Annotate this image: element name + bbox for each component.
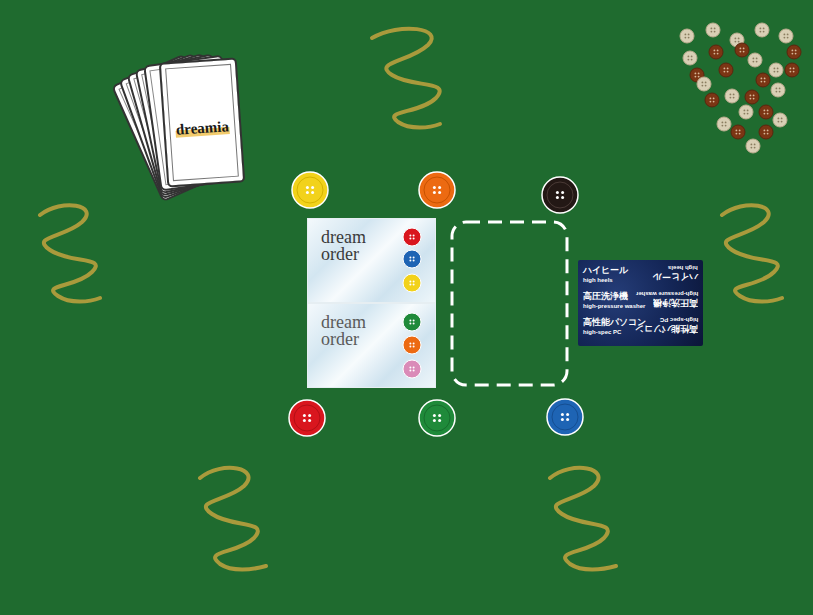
item-name: ハイヒール: [653, 272, 698, 281]
item-name: high-spec PC: [583, 329, 621, 336]
ribbon-squiggle: [40, 29, 782, 570]
item-name: high heels: [668, 264, 698, 271]
card-title: dream order: [321, 314, 391, 348]
item-name: 高圧洗浄機: [653, 298, 698, 307]
card-title: dreamia: [171, 118, 234, 139]
item-name: 高圧洗浄機: [583, 292, 628, 301]
button-pile: [680, 23, 801, 153]
card-title: dream order: [321, 229, 391, 263]
player-button: [289, 172, 583, 436]
item-name: 高性能パソコン: [635, 324, 698, 333]
item-name: high-spec PC: [660, 316, 698, 323]
dream-order-card: dream order: [307, 218, 436, 303]
dream-order-card: dream order: [307, 303, 436, 388]
empty-card-slot: [452, 222, 567, 385]
item-name: high-pressure washer: [636, 290, 698, 297]
deck-top-card: dreamia: [159, 57, 246, 187]
item-card: ハイヒールhigh heels高圧洗浄機high-pressure washer…: [578, 260, 703, 346]
item-name: high-pressure washer: [583, 303, 645, 310]
item-name: high heels: [583, 277, 613, 284]
item-name: ハイヒール: [583, 266, 628, 275]
